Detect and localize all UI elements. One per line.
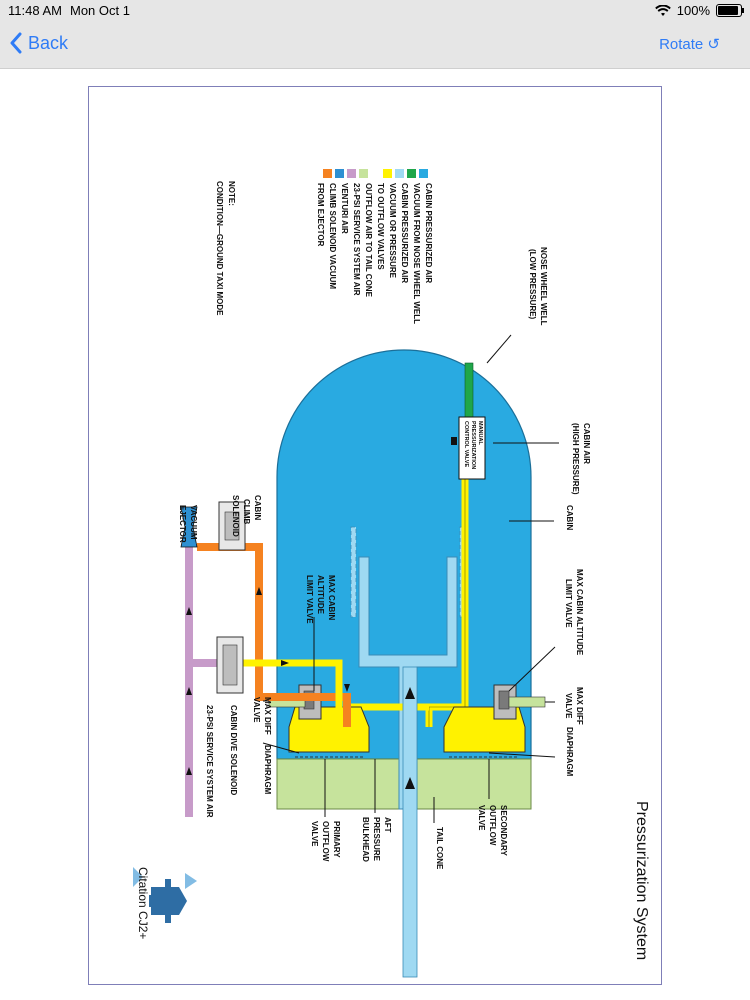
legend-swatch-vacuum-pressure bbox=[383, 169, 392, 178]
legend-swatch-climb-vacuum bbox=[323, 169, 332, 178]
legend-swatch-service-air bbox=[347, 169, 356, 178]
cabin-climb-label-3: SOLENOID bbox=[231, 495, 240, 537]
battery-percent: 100% bbox=[676, 3, 710, 18]
cabin-climb-label: CABIN bbox=[253, 495, 262, 521]
service-air-label: 23-PSI SERVICE SYSTEM AIR bbox=[205, 705, 214, 818]
primary-outflow-label: PRIMARY bbox=[332, 821, 341, 858]
max-cabin-alt-right-label: MAX CABIN ALTITUDE bbox=[575, 569, 584, 656]
legend-swatch-venturi bbox=[335, 169, 344, 178]
legend: CABIN PRESSURIZED AIR VACUUM FROM NOSE W… bbox=[316, 169, 433, 324]
legend-label-5: TO OUTFLOW VALVES bbox=[376, 183, 385, 270]
aft-bulkhead-label: AFT bbox=[383, 817, 392, 833]
max-diff-left-sublabel: VALVE bbox=[252, 697, 261, 723]
max-diff-right-sublabel: VALVE bbox=[564, 693, 573, 719]
vacuum-line-green bbox=[464, 362, 474, 419]
aft-bulkhead-label-3: BULKHEAD bbox=[361, 817, 370, 862]
diagram-title: Pressurization System bbox=[633, 801, 650, 960]
dive-line-yellow bbox=[229, 659, 343, 727]
note-text: CONDITION—GROUND TAXI MODE bbox=[215, 181, 224, 316]
aft-bulkhead-label-2: PRESSURE bbox=[372, 817, 381, 862]
legend-label-6: OUTFLOW AIR TO TAIL CONE bbox=[364, 183, 373, 298]
diaphragm-right-label: DIAPHRAGM bbox=[565, 727, 574, 777]
manual-valve-label-3: CONTROL VALVE bbox=[463, 421, 469, 467]
legend-label-8: VENTURI AIR bbox=[340, 183, 349, 234]
max-cabin-alt-left-label: MAX CABIN bbox=[327, 575, 336, 621]
legend-swatch-vacuum-nose bbox=[407, 169, 416, 178]
max-diff-left-label: MAX DIFF bbox=[263, 697, 272, 735]
manual-pressurization-valve bbox=[458, 416, 486, 480]
secondary-outflow-label: SECONDARY bbox=[499, 805, 508, 856]
back-label: Back bbox=[28, 32, 69, 53]
wifi-icon bbox=[654, 4, 671, 16]
citation-logo bbox=[133, 867, 197, 923]
brand-name: Citation CJ2+ bbox=[136, 867, 150, 939]
max-cabin-alt-left-label-3: LIMIT VALVE bbox=[305, 575, 314, 624]
secondary-outflow-label-2: OUTFLOW bbox=[488, 805, 497, 846]
max-cabin-alt-right-sublabel: LIMIT VALVE bbox=[564, 579, 573, 628]
navigation-bar: Back Rotate ↺ bbox=[0, 22, 750, 69]
cabin-air-label: CABIN AIR bbox=[582, 423, 591, 464]
status-date: Mon Oct 1 bbox=[70, 3, 130, 18]
rotate-button[interactable]: Rotate ↺ bbox=[659, 36, 720, 53]
diaphragm-left-label: DIAPHRAGM bbox=[263, 745, 272, 795]
legend-label-10: FROM EJECTOR bbox=[316, 183, 325, 247]
max-cabin-alt-left-label-2: ALTITUDE bbox=[316, 575, 325, 615]
max-diff-right-label: MAX DIFF bbox=[575, 687, 584, 725]
secondary-outflow-label-3: VALVE bbox=[477, 805, 486, 831]
status-time: 11:48 AM bbox=[8, 3, 62, 18]
vacuum-ejector-label: VACUUM bbox=[189, 505, 198, 540]
legend-label-7: 23-PSI SERVICE SYSTEM AIR bbox=[352, 183, 361, 296]
chevron-left-icon bbox=[10, 32, 22, 54]
status-bar: 11:48 AM Mon Oct 1 100% bbox=[0, 0, 750, 22]
legend-label-1: CABIN PRESSURIZED AIR bbox=[424, 183, 433, 283]
vacuum-ejector bbox=[180, 506, 198, 548]
legend-label-9: CLIMB SOLENOID VACUUM bbox=[328, 183, 337, 289]
cabin-air-sublabel: (HIGH PRESSURE) bbox=[571, 423, 580, 495]
manual-valve-label-1: MANUAL bbox=[477, 421, 483, 445]
nose-wheel-sublabel: (LOW PRESSURE) bbox=[528, 249, 537, 320]
manual-valve-label-2: PRESSURIZATION bbox=[470, 421, 476, 469]
cabin-label: CABIN bbox=[565, 505, 574, 531]
pressurization-diagram: CABIN PRESSURIZED AIR VACUUM FROM NOSE W… bbox=[133, 169, 650, 978]
status-indicators: 100% bbox=[654, 3, 744, 18]
cabin-climb-label-2: CLIMB bbox=[242, 499, 251, 525]
primary-outflow-label-2: OUTFLOW bbox=[321, 821, 330, 862]
legend-swatch-outflow-air bbox=[359, 169, 368, 178]
secondary-outflow-valve bbox=[443, 684, 546, 758]
back-button[interactable]: Back bbox=[10, 32, 68, 54]
legend-label-2: VACUUM FROM NOSE WHEEL WELL bbox=[412, 183, 421, 324]
battery-icon bbox=[716, 4, 744, 17]
cabin-dive-label: CABIN DIVE SOLENOID bbox=[229, 705, 238, 795]
legend-swatch-cabin-air bbox=[395, 169, 404, 178]
vacuum-ejector-label-2: EJECTOR bbox=[178, 505, 187, 543]
tail-cone-label: TAIL CONE bbox=[435, 827, 444, 870]
legend-label-3: CABIN PRESSURIZED AIR bbox=[400, 183, 409, 283]
legend-label-4: VACUUM OR PRESSURE bbox=[388, 183, 397, 279]
nose-wheel-label: NOSE WHEEL WELL bbox=[539, 247, 548, 326]
primary-outflow-label-3: VALVE bbox=[310, 821, 319, 847]
legend-swatch-cabin-pressurized bbox=[419, 169, 428, 178]
document-frame: CABIN PRESSURIZED AIR VACUUM FROM NOSE W… bbox=[88, 86, 662, 985]
note-title: NOTE: bbox=[227, 181, 236, 206]
